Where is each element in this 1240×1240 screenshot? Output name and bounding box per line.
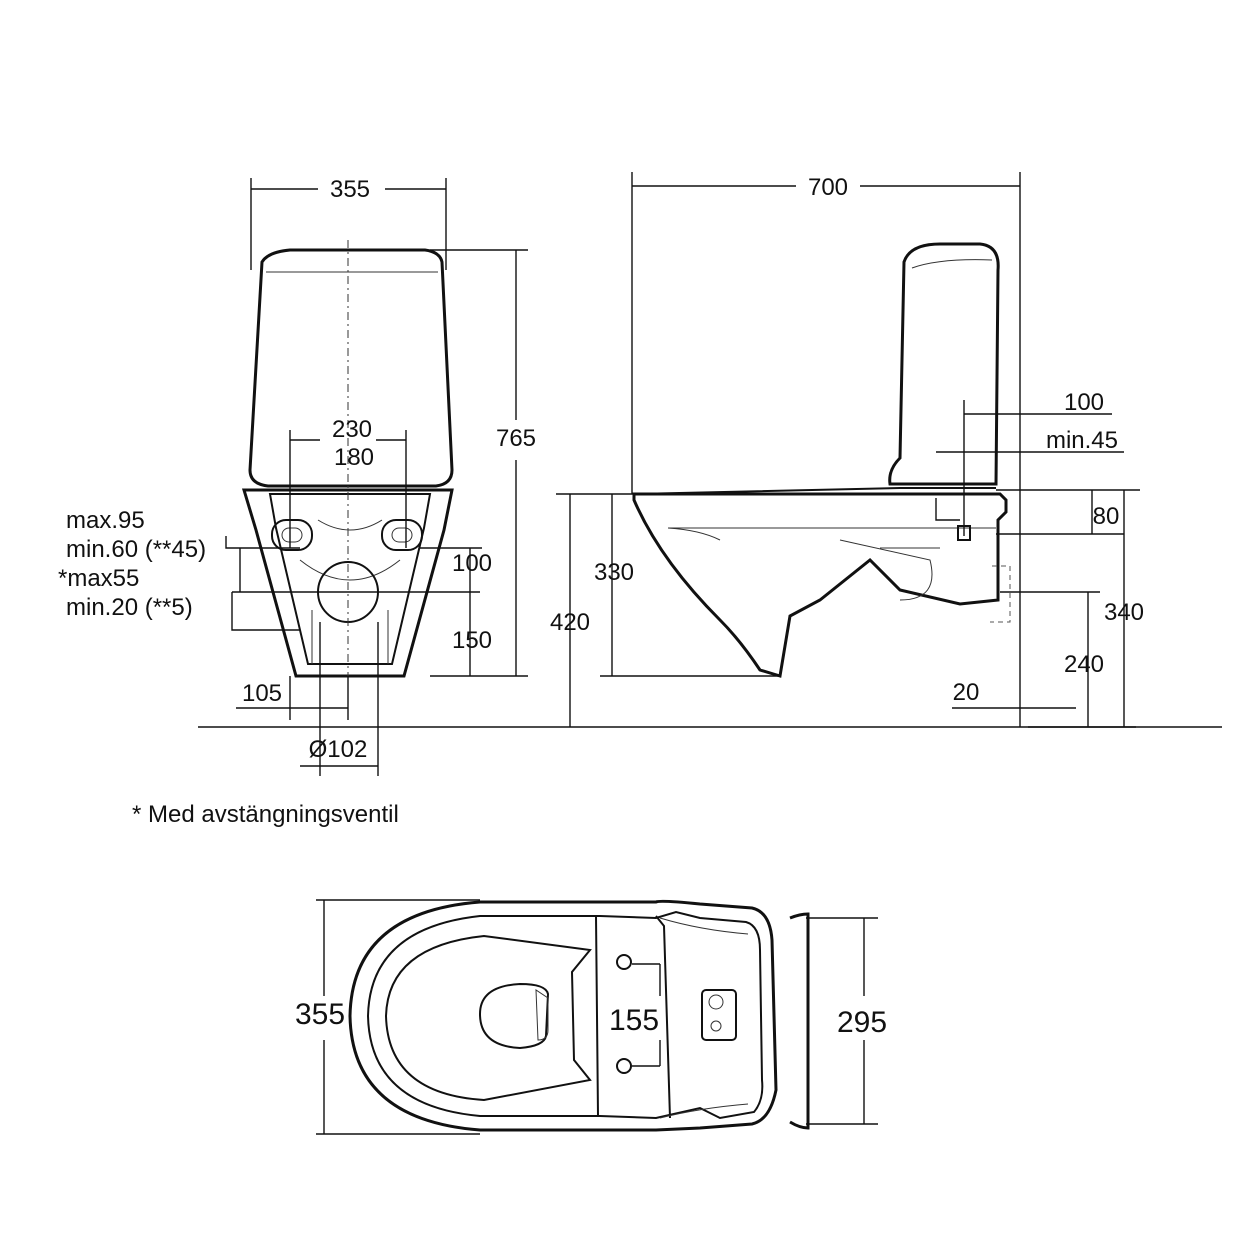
- min45-label: min.45: [1046, 427, 1118, 454]
- footnote: * Med avstängningsventil: [132, 801, 399, 828]
- side-420-label: 420: [550, 609, 590, 636]
- front-bowl: [241, 488, 454, 678]
- top-spacing-label: 155: [609, 1004, 659, 1037]
- side-20-label: 20: [953, 679, 980, 706]
- front-height-label: 765: [496, 425, 536, 452]
- min60-label: min.60 (**45): [66, 536, 206, 563]
- top-view: 355 155 295: [295, 899, 887, 1135]
- min20-label: min.20 (**5): [66, 594, 193, 621]
- diameter-label: Ø102: [309, 736, 368, 763]
- left-bolt-slot: [271, 519, 313, 551]
- front-cistern: [248, 248, 454, 488]
- side-80-label: 80: [1093, 503, 1120, 530]
- side-100-label: 100: [1064, 389, 1104, 416]
- flush-button: [701, 989, 737, 1041]
- seat-opening: [384, 934, 592, 1102]
- right-150-label: 150: [452, 627, 492, 654]
- inner-spacing-label: 180: [334, 444, 374, 471]
- left-105-label: 105: [242, 680, 282, 707]
- right-100-label: 100: [452, 550, 492, 577]
- star-max55-label: *max55: [58, 565, 139, 592]
- max95-label: max.95: [66, 507, 145, 534]
- side-240-label: 240: [1064, 651, 1104, 678]
- side-view: 700 100 min.45 80 330 420 340 240 20: [550, 172, 1144, 728]
- side-length-label: 700: [808, 174, 848, 201]
- right-bolt-slot: [381, 519, 423, 551]
- front-view: 355 765 230 180 max.95 min.60 (**45) *ma…: [58, 176, 1222, 776]
- top-outlet-label: 295: [837, 1006, 887, 1039]
- side-330-label: 330: [594, 559, 634, 586]
- front-width-label: 355: [330, 176, 370, 203]
- side-340-label: 340: [1104, 599, 1144, 626]
- side-bowl: [632, 492, 1008, 678]
- top-width-label: 355: [295, 998, 345, 1031]
- outer-spacing-label: 230: [332, 416, 372, 443]
- top-outline: [348, 899, 778, 1132]
- side-tank: [888, 242, 1000, 486]
